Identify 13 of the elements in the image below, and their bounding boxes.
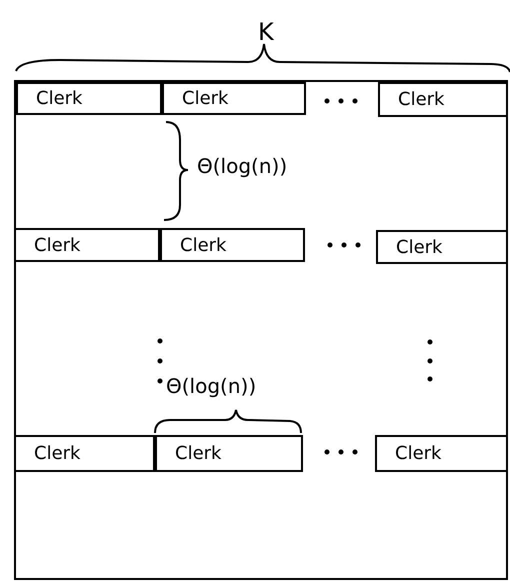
brace-label: K: [258, 18, 274, 46]
clerk-box: Clerk: [16, 82, 162, 115]
clerk-box: Clerk: [378, 82, 508, 117]
clerk-box: Clerk: [376, 230, 508, 264]
complexity-label: Θ(log(n)): [197, 154, 288, 178]
clerk-box: Clerk: [14, 435, 155, 472]
clerk-box: Clerk: [14, 228, 160, 262]
clerk-box: Clerk: [160, 228, 305, 262]
complexity-label: Θ(log(n)): [166, 374, 256, 398]
clerk-box: Clerk: [155, 435, 303, 472]
array-frame: [14, 80, 508, 580]
clerk-box: Clerk: [162, 82, 306, 115]
clerk-box: Clerk: [375, 435, 508, 472]
